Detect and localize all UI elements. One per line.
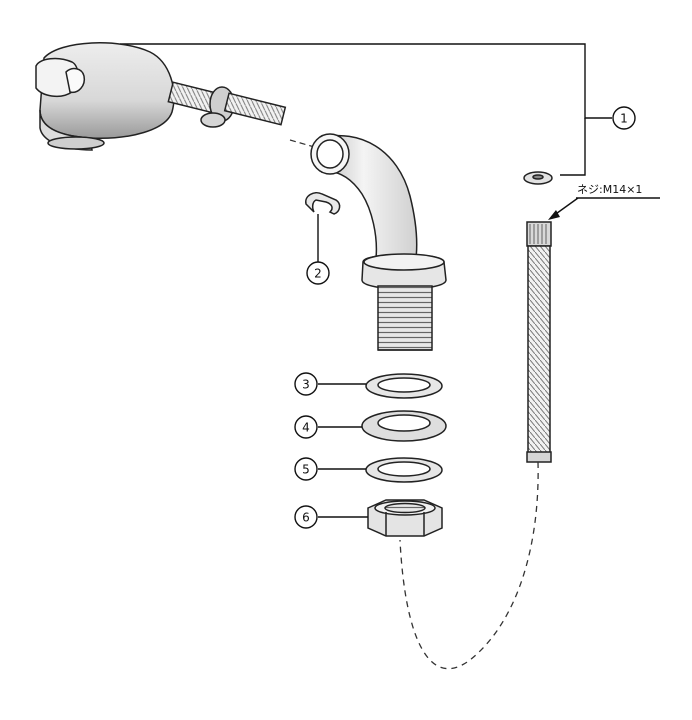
callout-6-label: 6 [302, 511, 310, 525]
spout-body [310, 133, 447, 351]
callout-2: 2 [306, 261, 330, 285]
gasket-5 [365, 457, 443, 483]
small-washer [523, 171, 553, 185]
leader-line-1 [120, 43, 612, 119]
callout-2-label: 2 [314, 267, 322, 281]
spray-head [35, 42, 175, 151]
callout-4: 4 [294, 415, 318, 439]
callout-3-label: 3 [302, 378, 310, 392]
plate-washer-4 [361, 410, 447, 442]
hose-connector [167, 81, 287, 128]
leader-line-1-branch [560, 118, 586, 176]
thread-annotation: ネジ:M14×1 [577, 183, 642, 196]
callout-5-label: 5 [302, 463, 310, 477]
callout-3: 3 [294, 372, 318, 396]
thread-annotation-arrowhead [548, 210, 560, 220]
callout-5: 5 [294, 457, 318, 481]
callout-1: 1 [612, 106, 636, 130]
hex-nut-6 [367, 499, 443, 537]
gasket-3 [365, 373, 443, 399]
flexible-hose [526, 221, 552, 463]
callout-4-label: 4 [302, 421, 310, 435]
connection-dashed-line [399, 461, 539, 670]
callout-6: 6 [294, 505, 318, 529]
c-clip [305, 192, 341, 215]
callout-1-label: 1 [620, 112, 628, 126]
